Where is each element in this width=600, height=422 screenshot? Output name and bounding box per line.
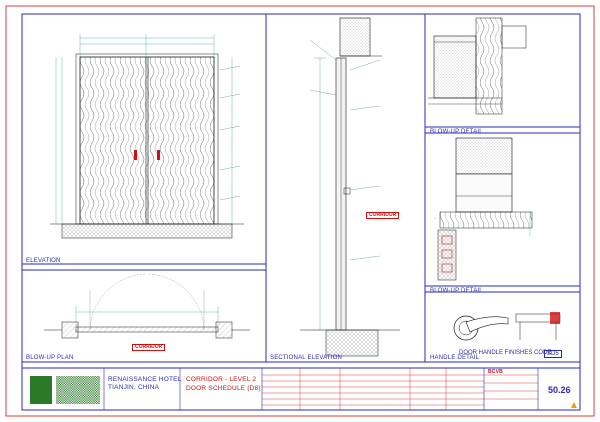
corridor-tag-section: CORRIDOR — [366, 212, 400, 219]
sheet-title-line2: DOOR SCHEDULE (D8) — [186, 385, 261, 392]
blue-frame — [21, 13, 581, 411]
corridor-tag-plan: CORRIDOR — [132, 344, 166, 351]
blowup-top-caption: BLOW-UP DETAIL — [430, 129, 483, 135]
elevation-caption: ELEVATION — [26, 258, 61, 264]
code-badge: BCVB — [488, 369, 503, 375]
handle-caption: HANDLE DETAIL — [430, 355, 480, 361]
plan-view — [44, 273, 250, 339]
project-location: TIANJIN, CHINA — [108, 384, 160, 391]
handle-finishes-code: SD5 — [544, 350, 562, 358]
elevation-view — [50, 34, 244, 239]
blowup-top-view — [428, 17, 527, 115]
blowup-mid-view — [434, 137, 533, 281]
handle-finishes-caption: DOOR HANDLE FINISHES CODE — [459, 350, 552, 356]
firm-qr — [56, 376, 100, 404]
section-caption: SECTIONAL ELEVATION — [270, 355, 343, 361]
sheet-number: 50.26 — [548, 385, 571, 395]
revision-table — [262, 368, 538, 410]
outer-border — [5, 5, 595, 417]
sheet-title-line1: CORRIDOR - LEVEL 2 — [186, 376, 257, 383]
firm-logo — [30, 376, 52, 404]
section-view — [300, 17, 400, 357]
blowup-mid-caption: BLOW-UP DETAIL — [430, 288, 483, 294]
project-name: RENAISSANCE HOTEL — [108, 376, 182, 383]
handle-detail-view — [453, 312, 561, 341]
plan-caption: BLOW-UP PLAN — [26, 355, 74, 361]
warning-mark — [571, 402, 577, 408]
title-block-lines — [103, 368, 539, 410]
